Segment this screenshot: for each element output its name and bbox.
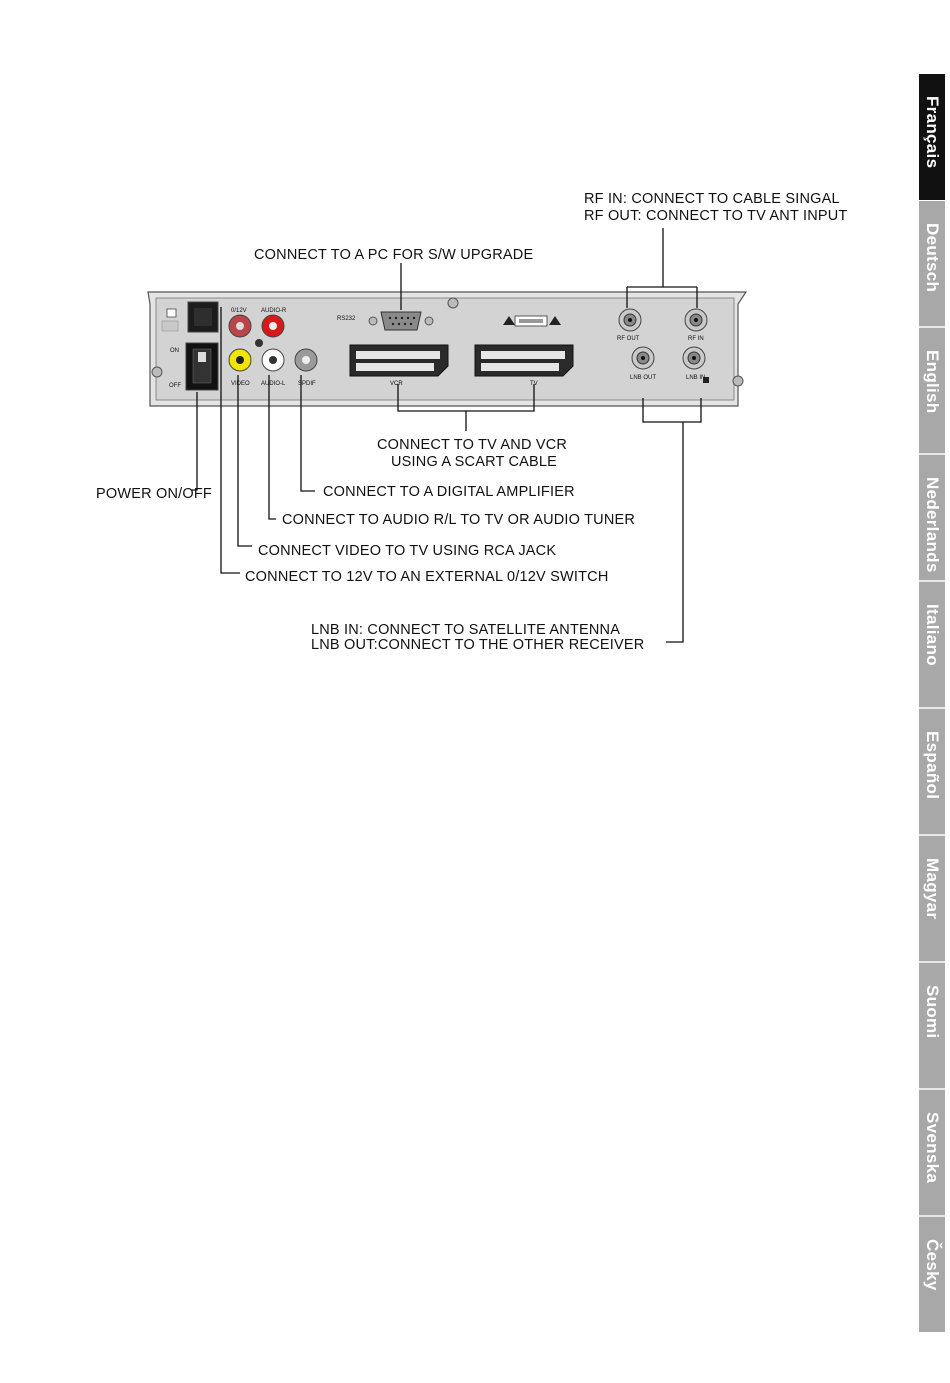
callout-pc-upgrade: CONNECT TO A PC FOR S/W UPGRADE	[254, 247, 534, 263]
panel-label-rf-in: RF IN	[688, 336, 704, 342]
language-tab-strip: Français Deutsch English Nederlands Ital…	[919, 74, 945, 1332]
panel-label-audio-r: AUDIO-R	[261, 308, 287, 314]
rf-in-connector	[684, 308, 708, 332]
tab-label: Español	[923, 731, 942, 800]
leader-lines	[192, 228, 702, 643]
panel-label-vcr: VCR	[390, 381, 403, 387]
screw-icon	[151, 366, 163, 378]
panel-label-off: OFF	[169, 383, 181, 389]
tab-label: Suomi	[923, 985, 942, 1039]
callout-audio: CONNECT TO AUDIO R/L TO TV OR AUDIO TUNE…	[282, 512, 636, 528]
tab-svenska[interactable]: Svenska	[919, 1090, 945, 1215]
panel-label-rf-out: RF OUT	[617, 336, 640, 342]
tab-espanol[interactable]: Español	[919, 709, 945, 834]
panel-label-on: ON	[170, 348, 179, 354]
tab-deutsch[interactable]: Deutsch	[919, 201, 945, 326]
callout-scart-line2: USING A SCART CABLE	[391, 454, 558, 470]
callout-rf-out: RF OUT: CONNECT TO TV ANT INPUT	[584, 208, 848, 224]
tab-label: Magyar	[923, 858, 942, 920]
tab-label: English	[923, 350, 942, 414]
tab-label: Deutsch	[923, 223, 942, 293]
screw-icon	[732, 375, 744, 387]
panel-label-rs232: RS232	[337, 316, 356, 322]
scart-tv-connector	[474, 344, 574, 377]
callout-lnb-out: LNB OUT:CONNECT TO THE OTHER RECEIVER	[311, 637, 645, 653]
callout-digital-amplifier: CONNECT TO A DIGITAL AMPLIFIER	[323, 484, 575, 500]
rf-out-connector	[618, 308, 642, 332]
callout-lnb-in: LNB IN: CONNECT TO SATELLITE ANTENNA	[311, 622, 621, 638]
panel-label-video: VIDEO	[231, 381, 250, 387]
rs232-connector	[380, 311, 422, 331]
tab-label: Svenska	[923, 1112, 942, 1184]
tab-italiano[interactable]: Italiano	[919, 582, 945, 707]
panel-label-spdif: SPDIF	[298, 381, 316, 387]
callout-scart-line1: CONNECT TO TV AND VCR	[377, 437, 568, 453]
ground-screw-icon	[255, 339, 263, 347]
tab-cesky[interactable]: Česky	[919, 1217, 945, 1332]
tab-magyar[interactable]: Magyar	[919, 836, 945, 961]
tab-label: Česky	[923, 1239, 942, 1291]
tab-nederlands[interactable]: Nederlands	[919, 455, 945, 580]
callout-power: POWER ON/OFF	[96, 486, 212, 502]
receiver-rear-panel: ON OFF 0/12V AUDIO-R VIDEO AUDIO-L SPDIF…	[147, 291, 748, 407]
tab-label: Français	[923, 96, 942, 169]
callout-video: CONNECT VIDEO TO TV USING RCA JACK	[258, 543, 557, 559]
panel-label-lnb-out: LNB OUT	[630, 375, 656, 381]
scart-vcr-connector	[349, 344, 449, 377]
lnb-out-connector	[631, 346, 655, 370]
panel-label-audio-l: AUDIO-L	[261, 381, 286, 387]
tab-english[interactable]: English	[919, 328, 945, 453]
panel-label-lnb-in: LNB IN	[686, 375, 705, 381]
lnb-in-connector	[682, 346, 706, 370]
tab-francais[interactable]: Français	[919, 74, 945, 200]
screw-icon	[447, 297, 459, 309]
callout-rf-in: RF IN: CONNECT TO CABLE SINGAL	[584, 191, 840, 207]
tab-label: Nederlands	[923, 477, 942, 573]
callout-12v-switch: CONNECT TO 12V TO AN EXTERNAL 0/12V SWIT…	[245, 569, 609, 585]
warning-icon	[549, 316, 561, 325]
tab-suomi[interactable]: Suomi	[919, 963, 945, 1088]
panel-label-0-12v: 0/12V	[231, 308, 247, 314]
warning-icon	[503, 316, 515, 325]
tab-label: Italiano	[923, 604, 942, 666]
